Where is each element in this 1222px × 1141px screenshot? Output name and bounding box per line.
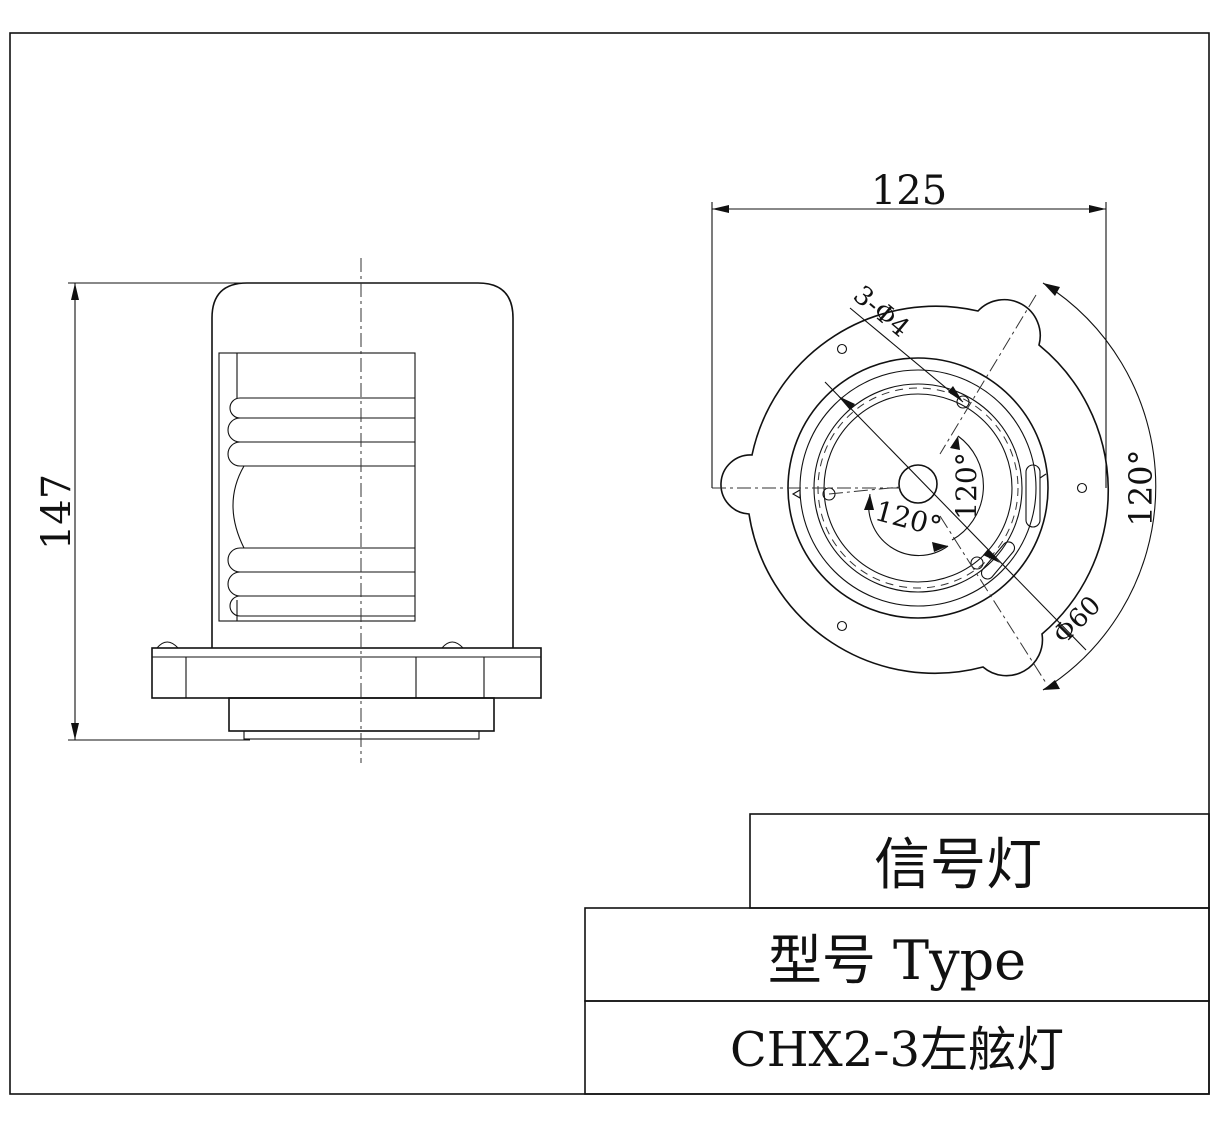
- side-view: 147: [34, 258, 542, 763]
- outer-angle-label: 120°: [1122, 449, 1160, 526]
- lens-rings-lower: [227, 547, 415, 617]
- screw-head-left: [156, 641, 179, 649]
- top-view-centerline-a: [939, 294, 1037, 455]
- slot-bottom-right: [980, 541, 1016, 580]
- body-ring-mid: [799, 369, 1037, 607]
- sheet-border: [9, 32, 1210, 1095]
- flange-hole-2: [1076, 482, 1088, 494]
- outer-flange-outline: [720, 298, 1110, 677]
- screw-head-right: [441, 641, 464, 649]
- outer-angle-dimension: 120°: [1042, 282, 1160, 691]
- title-block: 信号灯 型号 Type CHX2-3左舷灯: [584, 813, 1210, 1095]
- flange-hole-1: [836, 343, 848, 355]
- top-view-centerline-b: [939, 515, 1047, 684]
- height-dimension: 147: [34, 282, 250, 741]
- inner-hole-bottom: [970, 556, 984, 570]
- bolt-hole-callout: 3-Φ4: [847, 280, 964, 403]
- slot-right: [1025, 464, 1041, 528]
- inner-angle-label-a: 120°: [872, 494, 946, 543]
- title-cell-model: [584, 1000, 1210, 1095]
- hood-outline: [211, 282, 514, 648]
- title-product-name: 信号灯: [874, 833, 1042, 898]
- width-dimension: 125: [711, 168, 1107, 488]
- inner-angle-label-b: 120°: [950, 452, 983, 519]
- top-view: 125 3-Φ4 Φ60 120° 120: [711, 168, 1160, 691]
- lens-rings-upper: [227, 397, 415, 467]
- title-type-label: 型号 Type: [768, 929, 1026, 992]
- flange-hole-3: [836, 620, 848, 632]
- center-hub: [898, 464, 938, 504]
- width-dimension-label: 125: [871, 168, 947, 214]
- height-dimension-label: 147: [34, 474, 80, 550]
- inner-hole-top: [956, 395, 970, 409]
- lens-window: [218, 352, 416, 622]
- inner-hole-left: [822, 487, 836, 501]
- diameter-label: Φ60: [1048, 591, 1108, 651]
- inner-angle-dimensions: 120° 120°: [864, 435, 984, 557]
- title-model-value: CHX2-3左舷灯: [730, 1022, 1064, 1078]
- mounting-flange: [151, 647, 542, 699]
- notch-marker: [791, 489, 801, 499]
- lens-bulge: [232, 465, 415, 549]
